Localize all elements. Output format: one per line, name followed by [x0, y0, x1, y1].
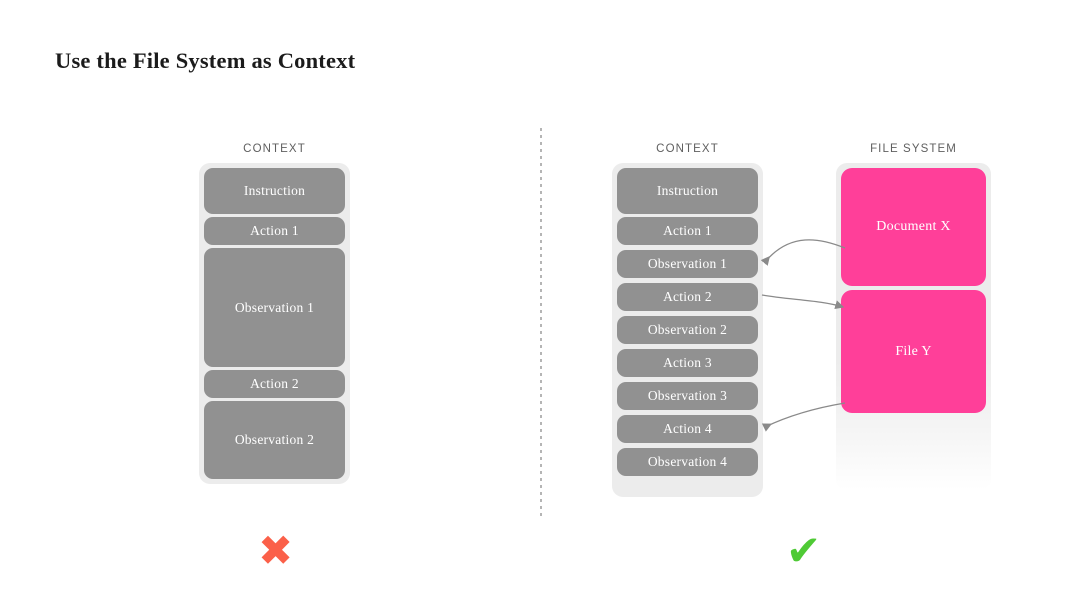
right-context-block-label: Observation 4: [647, 454, 728, 469]
right-context-block: Action 2: [617, 283, 758, 311]
right-context-block: Action 3: [617, 349, 758, 377]
file-system-block-label: File Y: [895, 343, 932, 359]
right-context-block-label: Action 1: [663, 223, 712, 238]
right-context-block: Observation 1: [617, 250, 758, 278]
left-context-block-label: Observation 2: [234, 432, 315, 447]
left-context-block: Observation 2: [204, 401, 345, 479]
check-icon: ✔: [786, 526, 822, 575]
cross-icon: ✖: [258, 526, 294, 575]
file-system-block: Document X: [841, 168, 986, 286]
left-context-block-label: Action 1: [250, 223, 299, 238]
right-context-block-label: Action 2: [663, 289, 712, 304]
left-context-block-label: Instruction: [243, 183, 306, 198]
right-context-block-label: Observation 3: [647, 388, 728, 403]
arrow-action-2-to-file-y: [761, 294, 845, 310]
right-context-block: Observation 3: [617, 382, 758, 410]
left-context-block: Instruction: [204, 168, 345, 214]
right-context-block: Observation 2: [617, 316, 758, 344]
right-context-block-label: Action 3: [663, 355, 712, 370]
left-context-block: Action 1: [204, 217, 345, 245]
left-context-block: Action 2: [204, 370, 345, 398]
left-context-header: CONTEXT: [243, 143, 306, 155]
file-system-stack: Document X File Y: [836, 163, 991, 490]
file-system-header: FILE SYSTEM: [870, 143, 957, 155]
right-context-header: CONTEXT: [656, 143, 719, 155]
right-context-block: Observation 4: [617, 448, 758, 476]
page-title: Use the File System as Context: [55, 48, 356, 73]
left-context-block-label: Action 2: [250, 376, 299, 391]
right-context-block: Action 4: [617, 415, 758, 443]
right-context-block-label: Instruction: [656, 183, 719, 198]
arrow-document-x-to-observation-1: [760, 239, 846, 266]
right-context-block: Action 1: [617, 217, 758, 245]
right-context-block-label: Observation 2: [647, 322, 728, 337]
right-context-block: Instruction: [617, 168, 758, 214]
right-context-block-label: Action 4: [663, 421, 712, 436]
arrow-file-y-to-action-4: [761, 402, 846, 432]
file-system-block-label: Document X: [876, 219, 951, 234]
vertical-dotted-divider: [540, 128, 542, 518]
right-context-block-label: Observation 1: [647, 256, 728, 271]
left-context-block: Observation 1: [204, 248, 345, 367]
file-system-block: File Y: [841, 290, 986, 413]
left-context-block-label: Observation 1: [234, 299, 315, 315]
